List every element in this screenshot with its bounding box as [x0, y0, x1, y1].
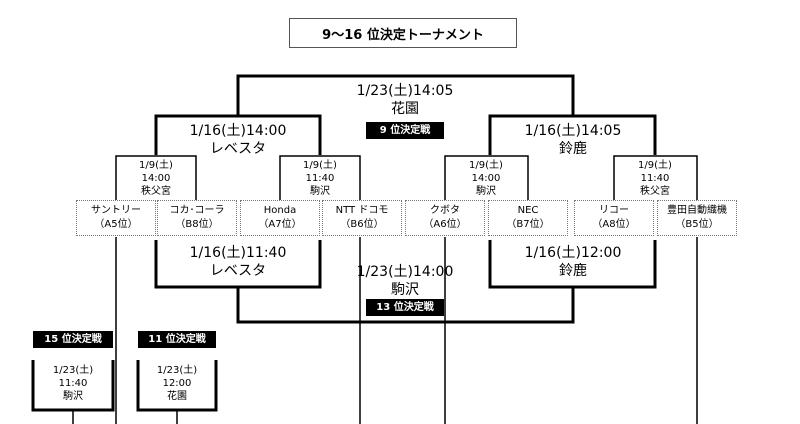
team-seed: （B8位）: [175, 219, 219, 230]
final-venue: 花園: [391, 101, 419, 117]
place15-date: 1/23(土): [52, 365, 94, 376]
team-box: NEC （B7位）: [488, 200, 568, 236]
team-box: NTT ドコモ （B6位）: [322, 200, 402, 236]
loser-right-venue: 鈴鹿: [559, 263, 587, 279]
loser-final-bracket-line: [236, 287, 575, 324]
qf1-info: 1/9(土) 14:00 秩父宮: [139, 159, 173, 198]
tournament-title: 9～16 位決定トーナメント: [289, 18, 517, 48]
qf3-info: 1/9(土) 14:00 駒沢: [469, 159, 503, 198]
team-name: コカ･コーラ: [169, 205, 225, 216]
qf3-bracket-line: [444, 155, 529, 200]
team-box: 豊田自動織機 （B5位）: [657, 200, 737, 236]
qf3-time: 14:00: [471, 173, 501, 184]
team-seed: （B5位）: [675, 219, 719, 230]
place15-info: 1/23(土) 11:40 駒沢: [53, 364, 93, 403]
team-seed: （B6位）: [340, 219, 384, 230]
qf4-time: 11:40: [640, 173, 670, 184]
qf1-venue: 秩父宮: [141, 186, 171, 197]
qf2-date: 1/9(土): [303, 160, 337, 171]
place11-label-badge: 11 位決定戦: [138, 331, 216, 348]
team-name: Honda: [263, 205, 297, 216]
team-seed: （A5位）: [94, 219, 138, 230]
team-box: クボタ （A6位）: [405, 200, 485, 236]
semi-left-date: 1/16(土)14:00: [189, 123, 287, 139]
qf2-time: 11:40: [305, 173, 335, 184]
qf2-bracket-line: [279, 155, 361, 200]
qf4-bracket-line: [613, 155, 698, 200]
team-name: NEC: [517, 205, 539, 216]
qf2-info: 1/9(土) 11:40 駒沢: [303, 159, 337, 198]
place11-date: 1/23(土): [156, 365, 198, 376]
place15-time: 11:40: [58, 378, 88, 389]
team-box: Honda （A7位）: [240, 200, 320, 236]
loser-right-date: 1/16(土)12:00: [524, 245, 622, 261]
team-name: 豊田自動織機: [667, 205, 727, 216]
team-seed: （B7位）: [506, 219, 550, 230]
place15-venue: 駒沢: [62, 391, 83, 402]
semi-left-bracket-line: [154, 114, 322, 155]
team-name: リコー: [599, 205, 629, 216]
team-box: コカ･コーラ （B8位）: [157, 200, 237, 236]
semi-right-venue: 鈴鹿: [559, 141, 587, 157]
team-name: サントリー: [91, 205, 141, 216]
qf3-date: 1/9(土): [469, 160, 503, 171]
semi-right-date: 1/16(土)14:05: [524, 123, 622, 139]
loser-left-date: 1/16(土)11:40: [189, 245, 287, 261]
place11-venue: 花園: [166, 391, 187, 402]
qf4-venue: 秩父宮: [640, 186, 670, 197]
semi-right-bracket-line: [488, 114, 657, 155]
team-seed: （A7位）: [258, 219, 302, 230]
qf3-venue: 駒沢: [476, 186, 496, 197]
final-date: 1/23(土)14:05: [356, 83, 454, 99]
place15-label-badge: 15 位決定戦: [33, 331, 113, 348]
team-name: NTT ドコモ: [335, 205, 389, 216]
team-name: クボタ: [430, 205, 460, 216]
team-box: サントリー （A5位）: [76, 200, 156, 236]
final-bracket-line: [236, 74, 575, 116]
qf1-time: 14:00: [141, 173, 171, 184]
loser-final-venue: 駒沢: [391, 282, 419, 298]
qf4-date: 1/9(土): [638, 160, 672, 171]
semi-left-venue: レベスタ: [209, 141, 267, 157]
place11-time: 12:00: [162, 378, 192, 389]
final-label-badge: 9 位決定戦: [366, 122, 444, 139]
team-seed: （A8位）: [592, 219, 636, 230]
team-seed: （A6位）: [423, 219, 467, 230]
qf2-venue: 駒沢: [310, 186, 330, 197]
loser-left-venue: レベスタ: [209, 263, 267, 279]
qf1-bracket-line: [115, 155, 197, 200]
qf4-info: 1/9(土) 11:40 秩父宮: [638, 159, 672, 198]
loser-final-date: 1/23(土)14:00: [356, 264, 454, 280]
place11-info: 1/23(土) 12:00 花園: [157, 364, 197, 403]
team-box: リコー （A8位）: [574, 200, 654, 236]
qf1-date: 1/9(土): [139, 160, 173, 171]
loser-final-label-badge: 13 位決定戦: [366, 299, 444, 316]
